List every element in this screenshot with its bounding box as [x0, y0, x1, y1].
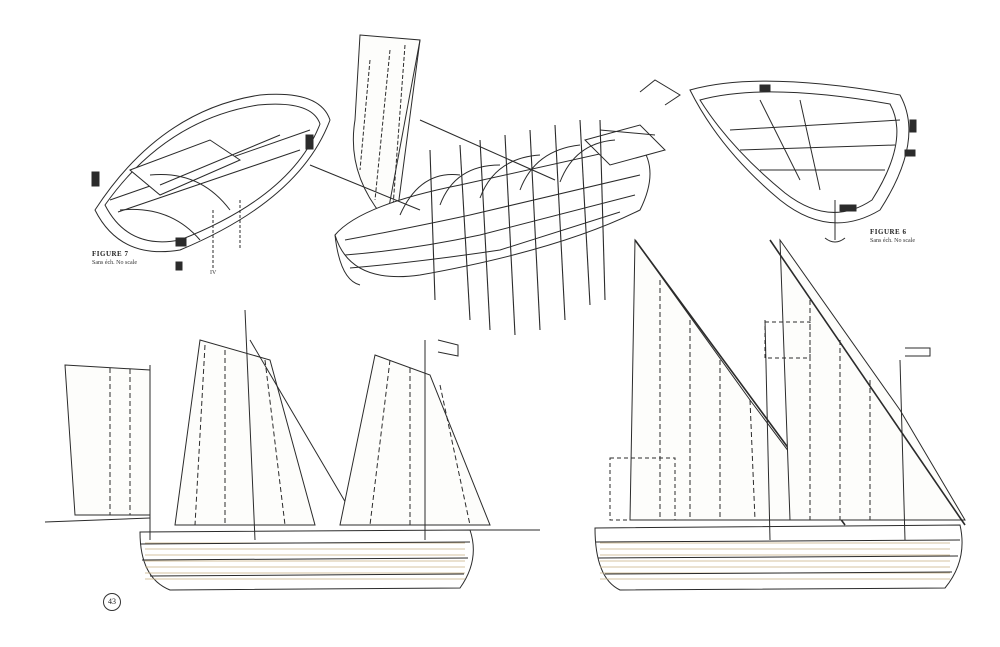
oared-boat-isometric — [310, 35, 680, 335]
profile-boat-right — [595, 240, 965, 590]
figure6-hull-frame — [690, 81, 916, 242]
figure6-subtitle: Sans éch. No scale — [870, 238, 915, 244]
figure7-subtitle: Sans éch. No scale — [92, 260, 137, 266]
figure6-title: FIGURE 6 — [870, 228, 907, 236]
figure7-marker: IV — [210, 270, 217, 276]
figure7-hull-frame — [92, 94, 330, 270]
figure7-title: FIGURE 7 — [92, 250, 129, 258]
page-number: 43 — [103, 593, 121, 611]
profile-boat-left — [45, 310, 540, 590]
